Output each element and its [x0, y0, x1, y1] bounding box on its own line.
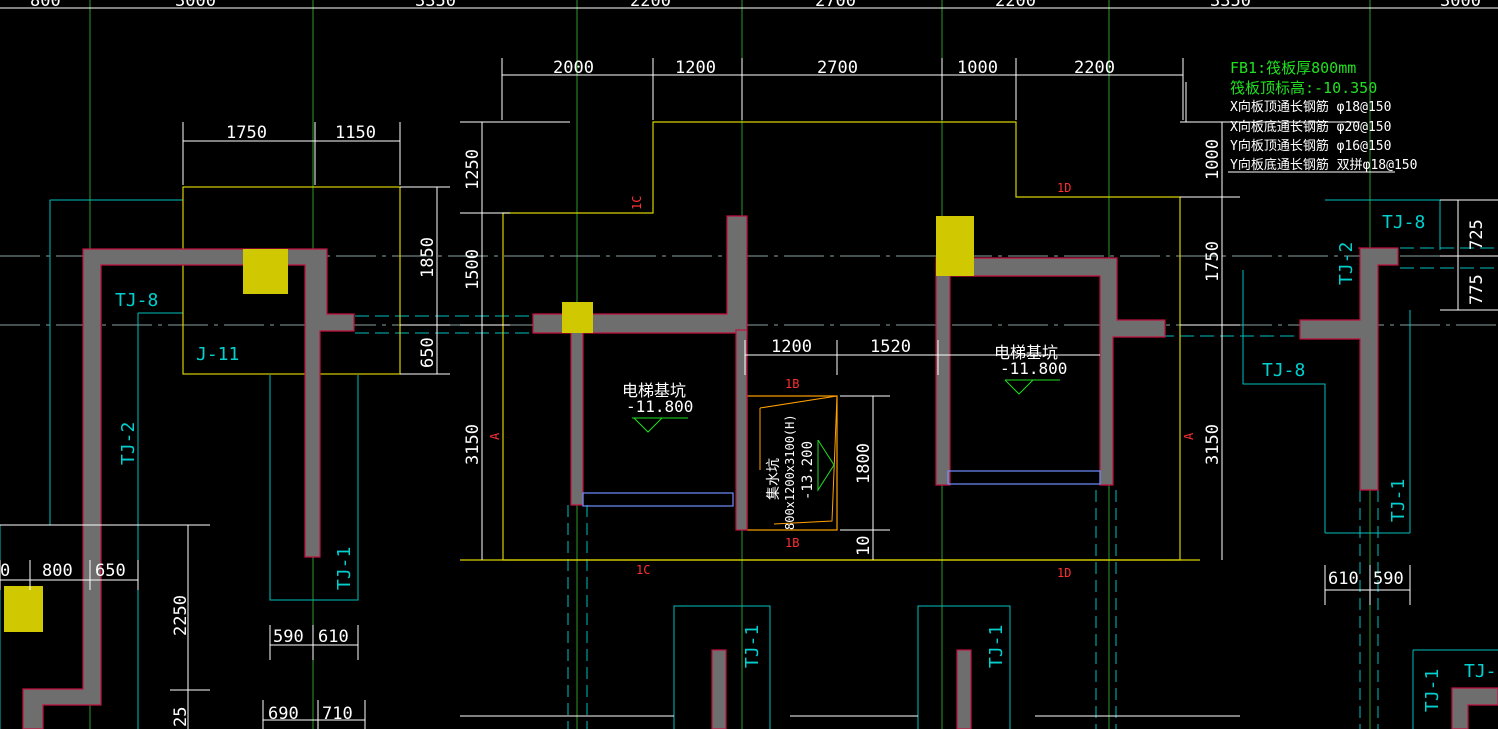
top-axis-dim-3: 3350	[415, 0, 456, 11]
dim-1000-v: 1000	[1203, 139, 1223, 180]
label-tj8-left: TJ-8	[115, 290, 158, 311]
dimension-texts: 2000 1200 2700 1000 2200 1750 1150 1850 …	[0, 58, 1487, 727]
label-tj1-far-right: TJ-1	[1464, 661, 1498, 682]
sump-title: 集水坑	[765, 458, 782, 500]
note-y-bottom-rebar: Y向板底通长钢筋 双拼φ18@150	[1230, 157, 1417, 173]
top-axis-dim-1: 800	[30, 0, 61, 11]
dim-bottom-left-650: 650	[95, 561, 126, 581]
dim-bottom-left-800: 800	[42, 561, 73, 581]
dim-2700: 2700	[817, 58, 858, 78]
label-tj2-right: TJ-2	[1336, 242, 1357, 285]
dim-775: 775	[1467, 274, 1487, 305]
pit-edges	[582, 470, 1101, 507]
dim-2000: 2000	[553, 58, 594, 78]
dim-650: 650	[418, 337, 438, 368]
label-j11: J-11	[196, 344, 239, 365]
dim-2200: 2200	[1074, 58, 1115, 78]
dim-sump-10: 10	[854, 536, 874, 556]
foundation-labels: TJ-8 TJ-2 J-11 TJ-1 TJ-8 TJ-2 TJ-8 TJ-1 …	[115, 212, 1498, 712]
label-tj8-right: TJ-8	[1262, 360, 1305, 381]
dim-610: 610	[318, 627, 349, 647]
section-c-bottom: 1C	[636, 563, 650, 577]
dim-1850: 1850	[418, 237, 438, 278]
dim-710: 710	[322, 704, 353, 724]
top-axis-dim-2: 3000	[175, 0, 216, 11]
section-b-bottom: 1B	[785, 536, 799, 550]
foundation-strips	[0, 199, 1498, 729]
dim-1750-v: 1750	[1203, 241, 1223, 282]
top-axis-dim-6: 2200	[995, 0, 1036, 11]
dim-1150: 1150	[335, 123, 376, 143]
dim-725: 725	[1467, 219, 1487, 250]
note-raft-thickness: FB1:筏板厚800mm	[1230, 59, 1356, 77]
dim-690: 690	[268, 704, 299, 724]
label-tj1-left: TJ-1	[334, 547, 355, 590]
rebar-notes: FB1:筏板厚800mm 筏板顶标高:-10.350 X向板顶通长钢筋 φ18@…	[1186, 59, 1417, 173]
dim-2250: 2250	[171, 595, 191, 636]
label-tj1-bottom-3: TJ-1	[1422, 669, 1443, 712]
dim-590-right: 590	[1373, 569, 1404, 589]
dim-sump-1200: 1200	[771, 337, 812, 357]
top-axis-dimension-strip: 800 3000 3350 2200 2700 2200 3350 3000	[0, 0, 1498, 11]
top-axis-dim-5: 2700	[815, 0, 856, 11]
dim-3150-left: 3150	[463, 424, 483, 465]
column-center-right	[936, 216, 974, 276]
pit-right-elevation: -11.800	[1000, 359, 1067, 378]
top-axis-dim-8: 3000	[1440, 0, 1481, 11]
label-tj1-bottom-1: TJ-1	[742, 625, 763, 668]
pit-left-title: 电梯基坑	[622, 381, 686, 400]
label-tj1-right: TJ-1	[1388, 479, 1409, 522]
dim-sump-1520: 1520	[870, 337, 911, 357]
label-tj1-bottom-2: TJ-1	[986, 625, 1007, 668]
pit-outlines	[182, 121, 1200, 561]
top-axis-dim-7: 3350	[1210, 0, 1251, 11]
dim-1750: 1750	[226, 123, 267, 143]
dim-1250: 1250	[463, 149, 483, 190]
dim-1000: 1000	[957, 58, 998, 78]
label-tj2-left: TJ-2	[118, 422, 139, 465]
note-x-bottom-rebar: X向板底通长钢筋 φ20@150	[1230, 119, 1391, 135]
sump-size: 800x1200x3100(H)	[783, 414, 797, 530]
pit-left-elevation: -11.800	[626, 397, 693, 416]
columns	[4, 216, 974, 632]
section-b-top: 1B	[785, 377, 799, 391]
section-a-left: A	[488, 432, 502, 440]
top-axis-dim-4: 2200	[630, 0, 671, 11]
column-bottom-left	[4, 586, 43, 632]
column-center-left	[562, 302, 593, 333]
section-marks: A A 1B 1B 1C 1C 1D 1D	[488, 181, 1196, 580]
dim-25: 25	[171, 707, 191, 727]
dim-1200: 1200	[675, 58, 716, 78]
note-y-top-rebar: Y向板顶通长钢筋 φ16@150	[1230, 138, 1391, 154]
dim-590: 590	[273, 627, 304, 647]
dim-sump-1800: 1800	[854, 443, 874, 484]
section-c-top: 1C	[630, 196, 644, 210]
note-raft-elevation: 筏板顶标高:-10.350	[1230, 79, 1377, 97]
section-a-right: A	[1182, 432, 1196, 440]
dim-610-right: 610	[1328, 569, 1359, 589]
dim-bottom-left-0: 0	[0, 561, 10, 581]
label-tj8-right-top: TJ-8	[1382, 212, 1425, 233]
dim-1500: 1500	[463, 249, 483, 290]
walls	[22, 215, 1498, 729]
pit-labels: 电梯基坑 -11.800 电梯基坑 -11.800 集水坑 800x1200x3…	[622, 343, 1067, 530]
pit-right-title: 电梯基坑	[994, 343, 1058, 362]
section-d-top: 1D	[1057, 181, 1071, 195]
note-x-top-rebar: X向板顶通长钢筋 φ18@150	[1230, 99, 1391, 115]
section-d-bottom: 1D	[1057, 566, 1071, 580]
dim-3150-right: 3150	[1203, 424, 1223, 465]
column-left	[243, 249, 288, 294]
sump-elevation: -13.200	[800, 441, 816, 500]
